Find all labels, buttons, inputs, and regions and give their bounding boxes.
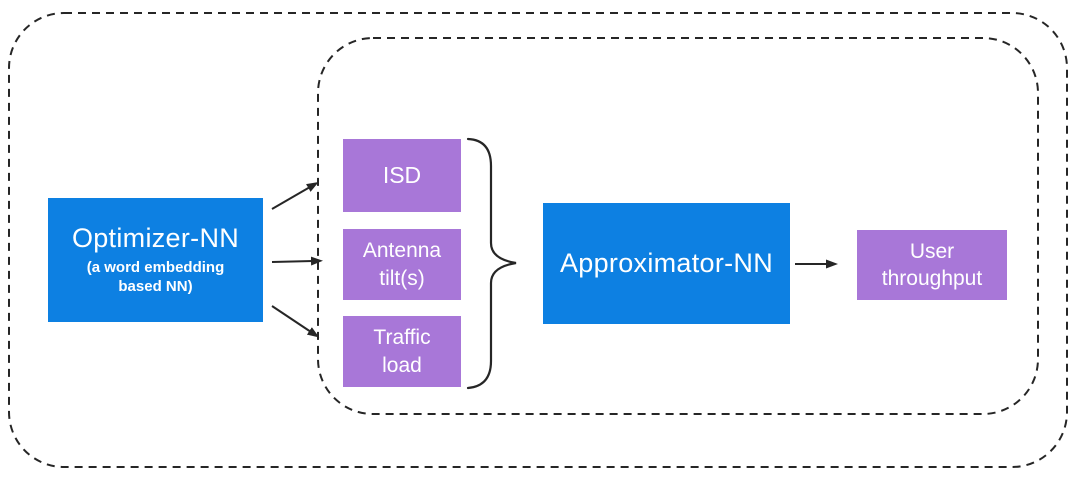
output-label: User throughput: [881, 239, 983, 290]
arrow-optimizer-to-traffic: [271, 305, 320, 338]
node-input-isd: ISD: [343, 139, 461, 212]
arrow-optimizer-to-isd: [271, 181, 319, 210]
arrow-optimizer-to-antenna: [271, 256, 323, 266]
input-isd-label: ISD: [382, 161, 422, 188]
approximator-title: Approximator-NN: [559, 247, 774, 278]
node-approximator-nn: Approximator-NN: [543, 203, 790, 324]
optimizer-subtitle: (a word embedding based NN): [86, 258, 225, 296]
outer-dashed-border: [8, 12, 1068, 468]
inner-dashed-border: [317, 37, 1039, 415]
node-input-antenna-tilts: Antenna tilt(s): [343, 229, 461, 300]
node-input-traffic-load: Traffic load: [343, 316, 461, 387]
node-optimizer-nn: Optimizer-NN (a word embedding based NN): [48, 198, 263, 322]
optimizer-title: Optimizer-NN: [71, 223, 240, 254]
input-traffic-label: Traffic load: [373, 326, 431, 377]
node-user-throughput: User throughput: [857, 230, 1007, 300]
curly-brace: [466, 137, 517, 390]
input-antenna-label: Antenna tilt(s): [362, 239, 442, 290]
